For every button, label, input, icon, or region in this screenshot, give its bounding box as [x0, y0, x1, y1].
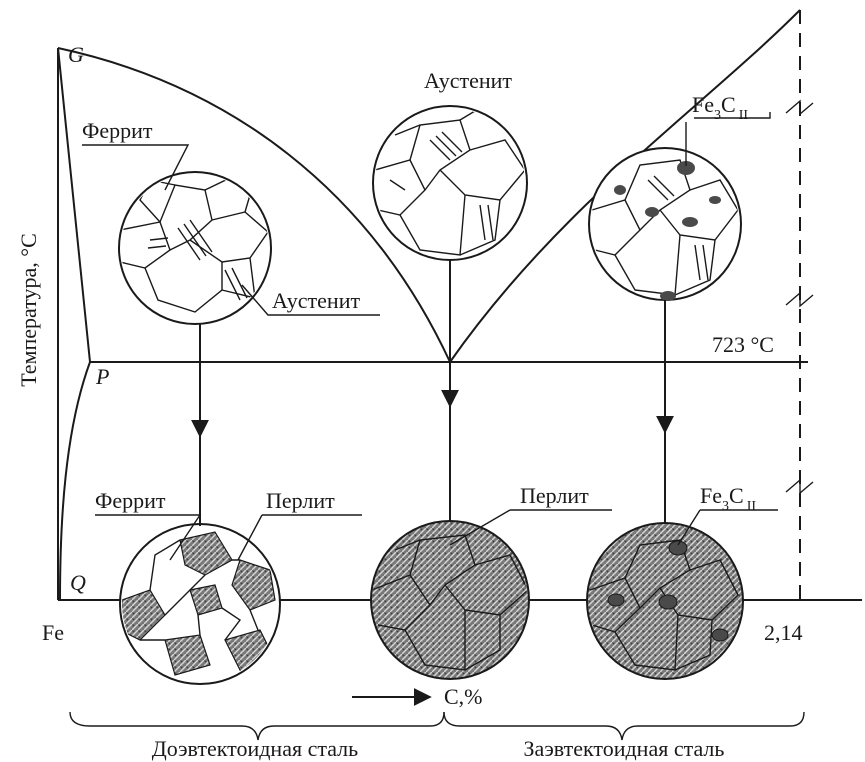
micrograph-austenite — [373, 106, 527, 260]
pq-line — [60, 362, 90, 600]
micrograph-ferrite-austenite — [119, 172, 271, 324]
label-ferrite-lower: Феррит — [95, 488, 166, 513]
break-mark — [786, 293, 813, 306]
temperature-label: 723 °С — [712, 332, 774, 357]
x-axis-unit: С,% — [444, 684, 483, 709]
label-ferrite-upper: Феррит — [82, 118, 153, 143]
origin-label: Fe — [42, 620, 64, 645]
break-mark — [786, 101, 813, 114]
region-hypoeutectoid: Доэвтектоидная сталь — [152, 736, 358, 761]
gp-line — [58, 48, 90, 362]
x-end-label: 2,14 — [764, 620, 803, 645]
point-q: Q — [70, 570, 86, 595]
point-p: P — [95, 364, 109, 389]
region-hypereutectoid: Заэвтектоидная сталь — [524, 736, 725, 761]
micrograph-pearlite-cementite — [587, 523, 743, 679]
label-austenite-left: Аустенит — [272, 288, 360, 313]
y-axis-title: Температура, °С — [16, 233, 41, 387]
break-mark — [786, 480, 813, 493]
micrograph-ferrite-pearlite — [120, 524, 280, 684]
label-pearlite-left: Перлит — [266, 488, 335, 513]
label-pearlite-mid: Перлит — [520, 483, 589, 508]
micrograph-austenite-cementite — [589, 148, 741, 301]
point-g: G — [68, 42, 84, 67]
label-austenite-top: Аустенит — [424, 68, 512, 93]
